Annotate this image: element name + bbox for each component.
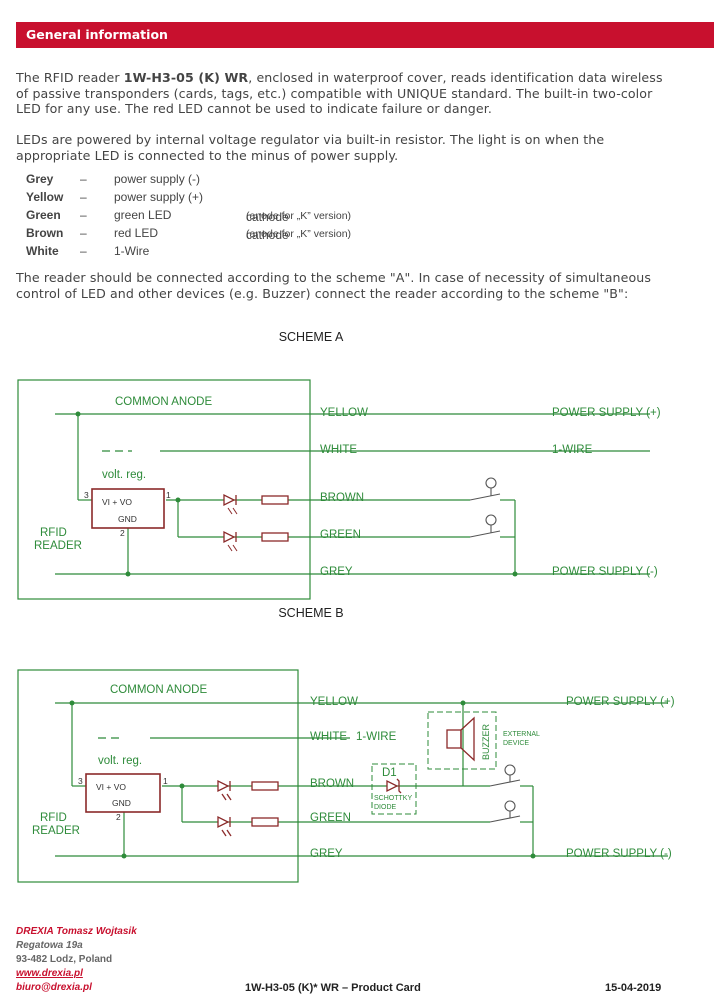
svg-text:READER: READER xyxy=(32,825,80,837)
svg-text:2: 2 xyxy=(116,812,121,822)
svg-text:READER: READER xyxy=(34,540,82,552)
svg-text:GREEN: GREEN xyxy=(320,529,361,541)
svg-text:COMMON ANODE: COMMON ANODE xyxy=(110,684,207,696)
svg-text:volt. reg.: volt. reg. xyxy=(102,469,146,481)
email-link[interactable]: biuro@drexia.pl xyxy=(16,982,92,993)
svg-text:VI + VO: VI + VO xyxy=(102,497,132,507)
svg-text:GREEN: GREEN xyxy=(310,812,351,824)
svg-text:GREY: GREY xyxy=(310,848,343,860)
section-header: General information xyxy=(16,22,714,48)
svg-text:BROWN: BROWN xyxy=(310,778,354,790)
intro-paragraph-1: The RFID reader 1W-H3-05 (K) WR, enclose… xyxy=(16,70,663,117)
common-anode-label: COMMON ANODE xyxy=(115,396,212,408)
svg-text:1-WIRE: 1-WIRE xyxy=(356,731,397,743)
svg-text:SCHOTTKY: SCHOTTKY xyxy=(374,795,412,802)
svg-text:RFID: RFID xyxy=(40,527,67,539)
svg-text:POWER SUPPLY (+): POWER SUPPLY (+) xyxy=(552,407,661,419)
scheme-b-title: SCHEME B xyxy=(278,606,344,620)
scheme-a-title: SCHEME A xyxy=(278,330,344,344)
model-name: 1W-H3-05 (K) WR xyxy=(123,70,249,85)
svg-text:EXTERNAL: EXTERNAL xyxy=(503,731,540,738)
svg-text:3: 3 xyxy=(78,776,83,786)
svg-text:DEVICE: DEVICE xyxy=(503,740,529,747)
svg-text:3: 3 xyxy=(84,490,89,500)
svg-text:1: 1 xyxy=(166,490,171,500)
svg-text:BUZZER: BUZZER xyxy=(481,723,491,760)
svg-text:RFID: RFID xyxy=(40,812,67,824)
svg-text:GREY: GREY xyxy=(320,566,353,578)
connection-paragraph: The reader should be connected according… xyxy=(16,270,651,301)
svg-text:YELLOW: YELLOW xyxy=(310,696,358,708)
svg-text:WHITE: WHITE xyxy=(320,444,357,456)
svg-text:1: 1 xyxy=(163,776,168,786)
svg-text:D1: D1 xyxy=(382,767,397,779)
svg-text:YELLOW: YELLOW xyxy=(320,407,368,419)
website-link[interactable]: www.drexia.pl xyxy=(16,968,83,979)
company-city: 93-482 Lodz, Poland xyxy=(16,954,113,965)
scheme-a-diagram: COMMON ANODE YELLOW WHITE BROWN GREEN GR… xyxy=(17,379,661,600)
company-street: Regatowa 19a xyxy=(16,940,83,951)
section-title: General information xyxy=(26,27,168,42)
scheme-b-diagram: COMMON ANODE YELLOW WHITE 1-WIRE BROWN G… xyxy=(17,669,675,883)
svg-text:volt. reg.: volt. reg. xyxy=(98,755,142,767)
svg-text:POWER SUPPLY (-): POWER SUPPLY (-) xyxy=(566,848,672,860)
document-date: 15-04-2019 xyxy=(605,982,662,994)
document-title: 1W-H3-05 (K)* WR – Product Card xyxy=(245,982,421,994)
svg-text:GND: GND xyxy=(118,514,137,524)
svg-text:2: 2 xyxy=(120,528,125,538)
svg-text:1-WIRE: 1-WIRE xyxy=(552,444,593,456)
intro-paragraph-2: LEDs are powered by internal voltage reg… xyxy=(16,132,605,163)
svg-text:DIODE: DIODE xyxy=(374,804,397,811)
svg-text:WHITE: WHITE xyxy=(310,731,347,743)
svg-text:GND: GND xyxy=(112,798,131,808)
company-name: DREXIA Tomasz Wojtasik xyxy=(16,926,137,937)
svg-text:POWER SUPPLY (+): POWER SUPPLY (+) xyxy=(566,696,675,708)
svg-text:BROWN: BROWN xyxy=(320,492,364,504)
svg-text:POWER SUPPLY (-): POWER SUPPLY (-) xyxy=(552,566,658,578)
svg-text:VI + VO: VI + VO xyxy=(96,782,126,792)
